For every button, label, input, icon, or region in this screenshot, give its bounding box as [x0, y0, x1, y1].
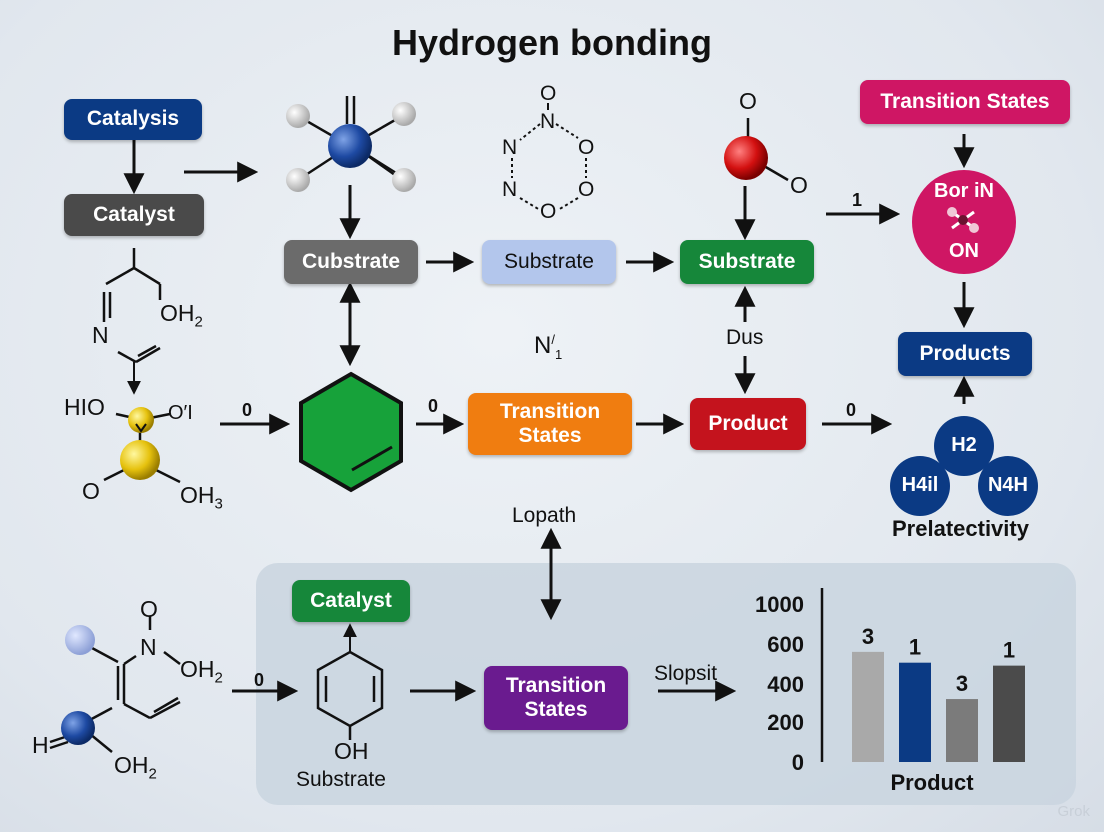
- chart-y-tick: 1000: [755, 592, 804, 617]
- arrow-label-zero-a: 0: [242, 400, 253, 420]
- products-box[interactable]: Products: [898, 332, 1032, 376]
- n4h-label: N4H: [987, 474, 1028, 496]
- dus-label: Dus: [726, 326, 764, 349]
- catalyst-box-bottom[interactable]: Catalyst: [292, 580, 410, 622]
- molecule-pyridine: [102, 248, 162, 364]
- ring-o-top: O: [540, 82, 557, 105]
- ring-o1: O: [578, 136, 595, 159]
- atom-lavender: [65, 625, 95, 655]
- prelatectivity-label: Prelatectivity: [892, 516, 1029, 541]
- chart-y-tick: 0: [792, 750, 804, 775]
- pyridine-n: N: [92, 322, 109, 348]
- n-subscript: 1: [554, 346, 563, 362]
- chart-bar-label: 3: [956, 671, 968, 696]
- chart-y-tick: 600: [767, 632, 804, 657]
- diagram-title: Hydrogen bonding: [392, 22, 712, 63]
- h2-label: H2: [951, 434, 977, 456]
- arrow-label-zero-b: 0: [428, 396, 439, 416]
- bor-text-line1: Bor iN: [934, 180, 994, 202]
- yellow-o1: O′I: [168, 402, 193, 424]
- chart-y-tick: 400: [767, 672, 804, 697]
- yellow-o: O: [82, 478, 100, 504]
- ring-o3: O: [540, 200, 557, 223]
- cubstrate-box[interactable]: Cubstrate: [284, 240, 418, 284]
- chart-bar-label: 3: [862, 624, 874, 649]
- chart-bar: [852, 651, 884, 762]
- molecule-benzene: [316, 650, 384, 740]
- bl-oh2: OH2: [180, 656, 223, 687]
- chart-y-tick: 200: [767, 710, 804, 735]
- molecule-yellow: [103, 407, 181, 484]
- arrow-label-zero-d: 0: [254, 670, 265, 690]
- h4-label: H4il: [901, 474, 939, 496]
- bl-n: N: [140, 634, 157, 660]
- arrow-label-one: 1: [852, 190, 863, 210]
- bl-oh2b: OH2: [114, 752, 157, 783]
- yellow-oh3: OH3: [180, 482, 223, 513]
- substrate-box-green[interactable]: Substrate: [680, 240, 814, 284]
- chart-bar-label: 1: [909, 635, 921, 660]
- ring-n1: N: [502, 136, 518, 159]
- chart-bar: [946, 699, 978, 762]
- product-box[interactable]: Product: [690, 398, 806, 450]
- n-label: N/1: [534, 332, 562, 362]
- ring-o2: O: [578, 178, 595, 201]
- grok-watermark: Grok: [1057, 803, 1090, 820]
- catalyst-box-top[interactable]: Catalyst: [64, 194, 204, 236]
- bor-mini-molecule: [947, 207, 979, 233]
- atom-blue-bottom: [61, 711, 95, 745]
- hexagon-cyclohexene: [299, 371, 403, 493]
- substrate-box-blue[interactable]: Substrate: [482, 240, 616, 284]
- chart-bar-label: 1: [1003, 638, 1015, 663]
- bor-text-line2: ON: [949, 240, 979, 262]
- molecule-ring: [511, 103, 587, 211]
- chart-xlabel: Product: [890, 770, 974, 795]
- n-superscript: /: [551, 332, 555, 347]
- catalysis-box[interactable]: Catalysis: [64, 99, 202, 140]
- red-o-top: O: [739, 88, 757, 114]
- bl-h: H: [32, 732, 49, 758]
- red-o-right: O: [790, 172, 808, 198]
- h4-circle: [890, 456, 950, 516]
- lopath-label: Lopath: [512, 504, 577, 527]
- ring-n-top: N: [540, 110, 556, 133]
- bl-o: O: [140, 596, 158, 622]
- n-letter: N: [534, 332, 552, 359]
- bar-chart: 0 200 400 600 1000 3 1 3 1: [755, 588, 1025, 775]
- pyridine-oh2: OH2: [160, 300, 203, 331]
- substrate-text: Substrate: [296, 768, 386, 791]
- chart-bar: [899, 662, 931, 762]
- h2-circle: [934, 416, 994, 476]
- slopsit-label: Slopsit: [654, 662, 718, 685]
- transition-states-box-top[interactable]: Transition States: [860, 80, 1070, 124]
- benzene-oh: OH: [334, 738, 369, 764]
- molecule-tetrahedral: [286, 96, 416, 192]
- molecule-red-oxygen: [724, 118, 789, 182]
- ring-n2: N: [502, 178, 518, 201]
- n4h-circle: [978, 456, 1038, 516]
- chart-bar: [993, 665, 1025, 762]
- yellow-hio: HIO: [64, 394, 105, 420]
- transition-states-box-mid[interactable]: Transition States: [468, 393, 632, 455]
- transition-states-box-bottom[interactable]: Transition States: [484, 666, 628, 730]
- arrow-label-zero-c: 0: [846, 400, 857, 420]
